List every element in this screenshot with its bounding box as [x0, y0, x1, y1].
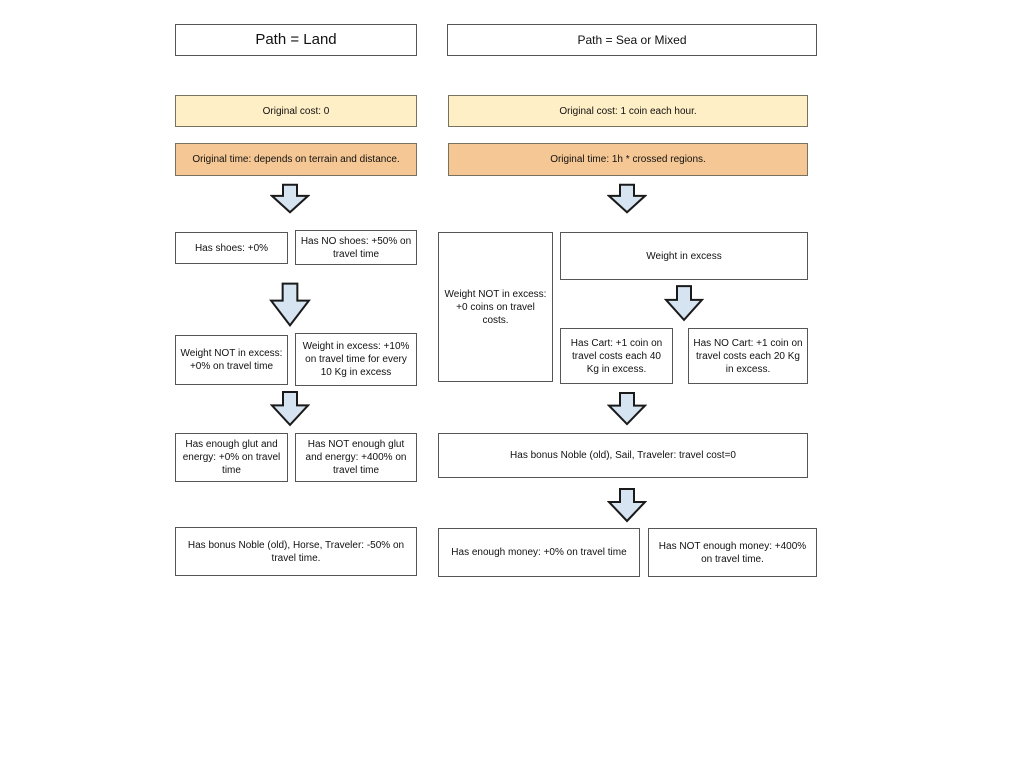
down-arrow-icon [269, 281, 311, 328]
land-glut-ok-box: Has enough glut and energy: +0% on trave… [175, 433, 288, 482]
land-glut-no-box: Has NOT enough glut and energy: +400% on… [295, 433, 417, 482]
sea-weight-ok-box: Weight NOT in excess: +0 coins on travel… [438, 232, 553, 382]
land-original-cost-box: Original cost: 0 [175, 95, 417, 127]
sea-weight-excess-box: Weight in excess [560, 232, 808, 280]
land-original-time-box: Original time: depends on terrain and di… [175, 143, 417, 176]
land-weight-excess-box: Weight in excess: +10% on travel time fo… [295, 333, 417, 386]
sea-bonus-box: Has bonus Noble (old), Sail, Traveler: t… [438, 433, 808, 478]
land-bonus-box: Has bonus Noble (old), Horse, Traveler: … [175, 527, 417, 576]
down-arrow-icon [270, 390, 310, 427]
down-arrow-icon [270, 183, 310, 214]
sea-money-no-box: Has NOT enough money: +400% on travel ti… [648, 528, 817, 577]
down-arrow-icon [607, 183, 647, 214]
down-arrow-icon [607, 487, 647, 523]
sea-has-cart-box: Has Cart: +1 coin on travel costs each 4… [560, 328, 673, 384]
sea-original-cost-box: Original cost: 1 coin each hour. [448, 95, 808, 127]
land-weight-ok-box: Weight NOT in excess: +0% on travel time [175, 335, 288, 385]
sea-money-ok-box: Has enough money: +0% on travel time [438, 528, 640, 577]
land-no-shoes-box: Has NO shoes: +50% on travel time [295, 230, 417, 265]
land-has-shoes-box: Has shoes: +0% [175, 232, 288, 264]
sea-header: Path = Sea or Mixed [447, 24, 817, 56]
sea-original-time-box: Original time: 1h * crossed regions. [448, 143, 808, 176]
down-arrow-icon [607, 391, 647, 426]
down-arrow-icon [664, 284, 704, 322]
sea-no-cart-box: Has NO Cart: +1 coin on travel costs eac… [688, 328, 808, 384]
land-header: Path = Land [175, 24, 417, 56]
